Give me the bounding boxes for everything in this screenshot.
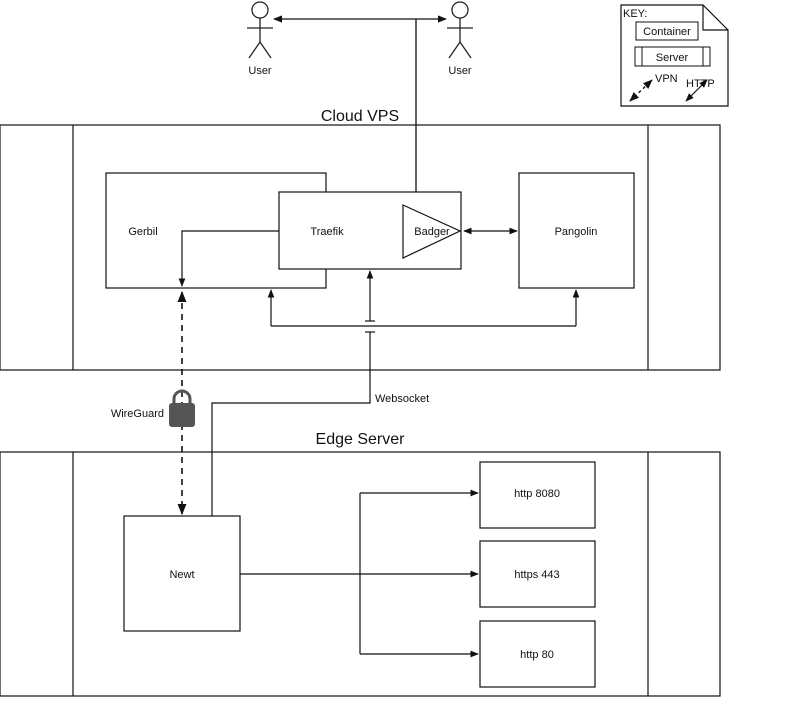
key-container-sample xyxy=(635,21,699,41)
key-server-sample xyxy=(634,46,711,67)
newt-container xyxy=(123,515,241,632)
user-label-right: User xyxy=(448,65,472,77)
target-http-8080-label: http 8080 xyxy=(514,488,560,500)
target-http-80 xyxy=(479,620,596,688)
key-vpn-arrow xyxy=(629,79,653,102)
key-http-arrow xyxy=(685,79,708,102)
cloud-vps-title: Cloud VPS xyxy=(321,108,399,125)
cloud-vps-server xyxy=(0,124,721,371)
pangolin-label: Pangolin xyxy=(555,226,598,238)
key-title: KEY: xyxy=(623,8,647,20)
key-http-label: HTTP xyxy=(686,78,715,90)
traefik-to-gerbil-arrow xyxy=(178,230,279,287)
target-http-8080 xyxy=(479,461,596,529)
badger-plugin-triangle xyxy=(402,204,462,259)
user-actor-left xyxy=(247,1,273,59)
gerbil-label: Gerbil xyxy=(128,226,157,238)
websocket-label: Websocket xyxy=(375,393,429,405)
target-http-80-label: http 80 xyxy=(520,649,554,661)
wireguard-label: WireGuard xyxy=(111,408,164,420)
key-vpn-label: VPN xyxy=(655,73,678,85)
pangolin-container xyxy=(518,172,635,289)
user-actor-right xyxy=(447,1,473,59)
lock-icon xyxy=(169,389,195,427)
badger-label: Badger xyxy=(414,226,450,238)
edge-server xyxy=(0,451,721,697)
edge-server-title: Edge Server xyxy=(316,431,406,448)
target-https-443-label: https 443 xyxy=(514,569,559,581)
target-https-443 xyxy=(479,540,596,608)
newt-label: Newt xyxy=(169,569,194,581)
key-legend-fold xyxy=(702,5,728,31)
user-label-left: User xyxy=(248,65,272,77)
websocket-line xyxy=(211,332,371,516)
traefik-label: Traefik xyxy=(310,226,344,238)
key-container-label: Container xyxy=(643,26,691,38)
key-server-label: Server xyxy=(656,52,689,64)
